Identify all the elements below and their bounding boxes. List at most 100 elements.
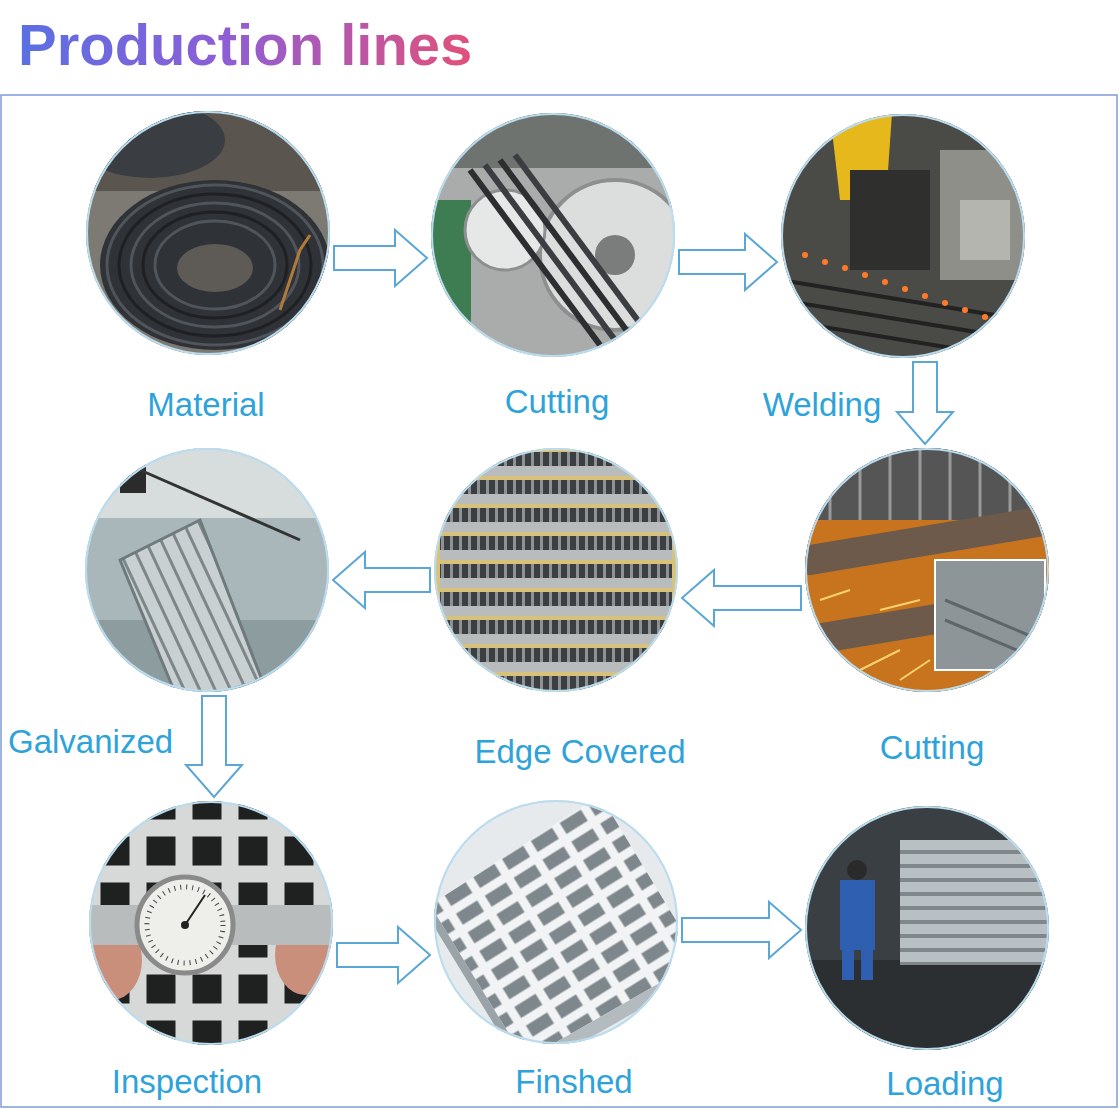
strip-cutting-photo-part xyxy=(500,160,630,335)
welding-photo-part-part xyxy=(802,252,808,258)
grating-stack-photo-part xyxy=(440,550,672,560)
step-label: Loading xyxy=(886,1065,1003,1103)
grating-stack-photo-part xyxy=(440,634,672,644)
cutting-sparks-photo-part xyxy=(830,448,1010,520)
welding-photo xyxy=(781,113,1030,360)
loading-photo-part xyxy=(805,806,1049,1050)
cutting-sparks-photo-part-part xyxy=(979,448,982,520)
galvanizing-photo-part xyxy=(120,520,262,705)
grating-stack-photo-part xyxy=(440,536,672,550)
diagram-title: Production lines xyxy=(18,10,472,80)
cutting-sparks-photo xyxy=(805,448,1050,692)
finished-grating-photo xyxy=(430,795,700,1075)
flow-arrow xyxy=(333,552,430,608)
wire-coil-photo xyxy=(75,102,330,355)
cutting-sparks-photo-part-part xyxy=(949,448,952,520)
cutting-sparks-photo-part xyxy=(805,448,1049,520)
flow-arrow xyxy=(682,902,801,958)
grating-stack-photo-part xyxy=(440,466,672,476)
cutting-sparks-photo-part xyxy=(945,600,1040,640)
loading-photo xyxy=(805,806,1050,1050)
cutting-sparks-photo-part-part xyxy=(900,660,930,680)
welding-photo-part-part xyxy=(822,259,828,265)
loading-photo-part xyxy=(900,840,1050,965)
wire-coil-photo-part xyxy=(155,221,275,309)
wire-coil-photo-part xyxy=(143,212,287,318)
process-circle: Welding xyxy=(781,114,1025,358)
cutting-sparks-photo-part xyxy=(935,560,1045,670)
inspection-photo xyxy=(82,801,335,1045)
wire-coil-photo-part xyxy=(75,102,225,178)
inspection-photo-part xyxy=(185,895,205,925)
wire-coil-photo-part xyxy=(131,203,299,327)
process-circle: Galvanized xyxy=(85,448,329,692)
process-circle: Edge Covered xyxy=(434,448,678,692)
strip-cutting-photo-part xyxy=(540,180,690,330)
wire-coil-photo-part xyxy=(107,185,323,345)
inspection-photo-part xyxy=(147,887,223,963)
grating-stack-photo-part xyxy=(440,564,672,578)
welding-photo-part xyxy=(940,150,1030,280)
strip-cutting-photo-part xyxy=(485,165,615,340)
cutting-sparks-photo-part xyxy=(945,620,1040,660)
welding-photo-part xyxy=(781,280,1025,320)
strip-cutting-photo-part xyxy=(431,113,675,168)
cutting-sparks-photo-part xyxy=(805,448,1049,692)
grating-stack-photo-part xyxy=(440,452,672,466)
welding-photo-part-part xyxy=(962,307,968,313)
step-label: Cutting xyxy=(880,729,985,767)
strip-cutting-photo-part xyxy=(515,155,645,330)
flow-arrow xyxy=(337,927,430,983)
grating-stack-photo-part xyxy=(434,448,678,692)
welding-photo-part xyxy=(802,252,1008,327)
inspection-photo-part xyxy=(89,801,333,1045)
flow-arrow xyxy=(897,362,953,444)
process-circle: Material xyxy=(86,111,330,355)
finished-grating-photo-part xyxy=(430,905,525,1075)
step-label: Cutting xyxy=(505,383,610,421)
grating-stack-photo-part xyxy=(440,578,672,588)
cutting-sparks-photo-part-part xyxy=(1009,448,1012,520)
loading-photo-part xyxy=(840,880,875,950)
step-label: Finshed xyxy=(515,1063,632,1101)
welding-photo-part-part xyxy=(862,272,868,278)
welding-photo-part-part xyxy=(842,265,848,271)
flow-arrow xyxy=(682,570,801,626)
process-circle: Finshed xyxy=(434,800,678,1044)
cutting-sparks-photo-part xyxy=(805,520,1049,692)
step-label: Inspection xyxy=(112,1063,262,1101)
grating-stack-photo-part xyxy=(440,494,672,504)
strip-cutting-photo xyxy=(431,113,690,357)
process-circle: Inspection xyxy=(89,801,333,1045)
grating-stack-photo-part xyxy=(440,480,672,494)
process-circle: Cutting xyxy=(431,113,675,357)
loading-photo-part xyxy=(861,950,873,980)
welding-photo-part xyxy=(960,200,1010,260)
process-circle: Cutting xyxy=(805,448,1049,692)
grating-stack-photo-part xyxy=(440,592,672,606)
welding-photo-part xyxy=(781,300,1025,340)
grating-stack-photo-part xyxy=(440,606,672,616)
wire-coil-photo-part xyxy=(177,244,253,292)
grating-stack-photo-part xyxy=(440,648,672,662)
flow-arrow xyxy=(186,696,242,797)
cutting-sparks-photo-part-part xyxy=(860,650,900,670)
grating-stack-photo-part xyxy=(440,620,672,634)
step-label: Galvanized xyxy=(8,723,173,761)
step-label: Edge Covered xyxy=(475,733,686,771)
inspection-photo-part xyxy=(137,877,233,973)
welding-photo-part xyxy=(850,170,930,270)
wire-coil-photo-part xyxy=(119,194,311,336)
welding-photo-part-part xyxy=(922,293,928,299)
grating-stack-photo-part xyxy=(440,676,672,690)
wire-coil-photo-part xyxy=(280,235,310,310)
cutting-sparks-photo-part-part xyxy=(919,448,922,520)
galvanizing-photo xyxy=(85,448,329,705)
galvanizing-photo-part xyxy=(140,470,300,540)
welding-photo-part xyxy=(781,320,1025,360)
grating-stack-photo-part xyxy=(440,662,672,672)
welding-photo-part-part xyxy=(1002,321,1008,327)
